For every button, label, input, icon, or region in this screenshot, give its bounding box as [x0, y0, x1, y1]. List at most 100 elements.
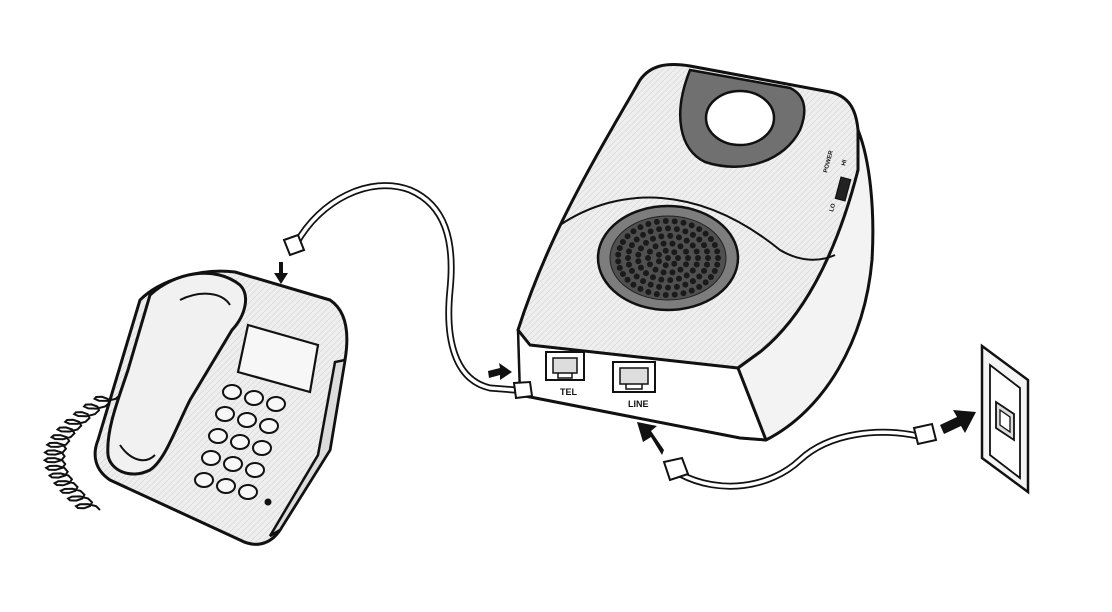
- speaker-hole: [645, 220, 652, 227]
- speaker-hole: [693, 261, 700, 268]
- rj11-plug-icon: [912, 422, 938, 446]
- speaker-hole: [669, 269, 676, 276]
- rj11-plug-icon: [282, 233, 306, 257]
- speaker-hole: [660, 240, 667, 247]
- speaker-hole: [637, 264, 644, 271]
- speaker-hole: [689, 267, 696, 274]
- telephone-icon: [42, 269, 349, 546]
- power-button-panel: [678, 68, 806, 168]
- speaker-hole: [626, 248, 633, 255]
- speaker-hole: [683, 248, 690, 255]
- speaker-hole: [693, 248, 700, 255]
- speaker-hole: [702, 230, 709, 237]
- speaker-hole: [707, 273, 714, 280]
- speaker-hole: [673, 283, 680, 290]
- speaker-hole: [683, 261, 690, 268]
- speaker-hole: [658, 233, 665, 240]
- speaker-hole: [671, 218, 678, 225]
- speaker-hole: [616, 264, 623, 271]
- line-to-wall-cable: [662, 422, 938, 490]
- speaker-hole: [656, 283, 663, 290]
- speaker-hole: [647, 228, 654, 235]
- speaker-hole: [673, 226, 680, 233]
- speaker-hole: [662, 291, 669, 298]
- keypad-button: [237, 412, 257, 428]
- speaker-hole: [711, 241, 718, 248]
- speaker-hole: [653, 291, 660, 298]
- speaker-hole: [646, 261, 653, 268]
- speaker-hole: [640, 231, 647, 238]
- speaker-hole: [689, 231, 696, 238]
- speaker-hole: [677, 243, 684, 250]
- speaker-hole: [682, 228, 689, 235]
- speaker-hole: [689, 242, 696, 249]
- speaker-hole: [650, 274, 656, 281]
- speaker-hole: [640, 278, 647, 285]
- speaker-hole: [715, 255, 721, 261]
- speaker-hole: [662, 262, 669, 269]
- ringer-device: POWER LO HI TEL LINE: [516, 63, 875, 442]
- speaker-hole: [662, 247, 669, 254]
- speaker-hole: [696, 226, 703, 233]
- speaker-hole: [705, 255, 711, 261]
- speaker-hole: [637, 285, 644, 292]
- keypad-button: [244, 390, 264, 406]
- speaker-hole: [667, 232, 674, 239]
- arrow-icon: [940, 410, 976, 434]
- speaker-hole: [650, 235, 656, 242]
- speaker-hole: [637, 224, 644, 231]
- speaker-hole: [696, 273, 703, 280]
- speaker-hole: [677, 266, 684, 273]
- speaker-hole: [667, 277, 674, 284]
- phone-indicator: [264, 498, 272, 506]
- speaker-hole: [683, 272, 690, 279]
- keypad-button: [230, 434, 250, 450]
- speaker-hole: [662, 218, 669, 225]
- keypad-button: [266, 396, 286, 412]
- oval-button: [704, 89, 776, 147]
- tel-port-label: TEL: [560, 387, 578, 397]
- switch-label-hi: HI: [841, 159, 848, 167]
- speaker-hole: [703, 261, 710, 268]
- speaker-hole: [635, 251, 642, 258]
- speaker-hole: [696, 283, 703, 290]
- keypad-button: [215, 406, 235, 422]
- speaker-hole: [701, 242, 708, 249]
- speaker-hole: [665, 284, 671, 291]
- keypad-button: [245, 462, 265, 478]
- speaker-hole: [624, 276, 631, 283]
- speaker-hole: [630, 281, 637, 288]
- switch-label-lo: LO: [829, 203, 837, 213]
- speaker-hole: [637, 245, 644, 252]
- speaker-hole: [616, 245, 623, 252]
- keypad-button: [194, 472, 214, 488]
- keypad-button: [259, 418, 279, 434]
- speaker-hole: [669, 240, 676, 247]
- keypad-button: [222, 384, 242, 400]
- speaker-hole: [646, 248, 653, 255]
- speaker-hole: [619, 271, 626, 278]
- speaker-hole: [665, 255, 671, 261]
- keypad-button: [201, 450, 221, 466]
- speaker-hole: [689, 278, 696, 285]
- speaker-hole: [695, 255, 701, 261]
- speaker-hole: [682, 281, 689, 288]
- speaker-hole: [626, 261, 633, 268]
- volume-switch: POWER LO HI: [823, 149, 852, 213]
- speaker-hole: [675, 275, 682, 282]
- speaker-hole: [711, 268, 718, 275]
- switch-label-power: POWER: [823, 149, 835, 173]
- speaker-hole: [645, 289, 652, 296]
- coil-path: [42, 394, 121, 511]
- speaker-hole: [643, 270, 650, 277]
- keypad-button: [208, 428, 228, 444]
- speaker-hole: [628, 242, 635, 249]
- line-port-label: LINE: [628, 399, 649, 409]
- handset: [106, 271, 248, 476]
- speaker-hole: [703, 248, 710, 255]
- keypad-button: [238, 484, 258, 500]
- speaker-hole: [647, 281, 654, 288]
- keypad-button: [223, 456, 243, 472]
- wall-jack-icon: [980, 343, 1030, 495]
